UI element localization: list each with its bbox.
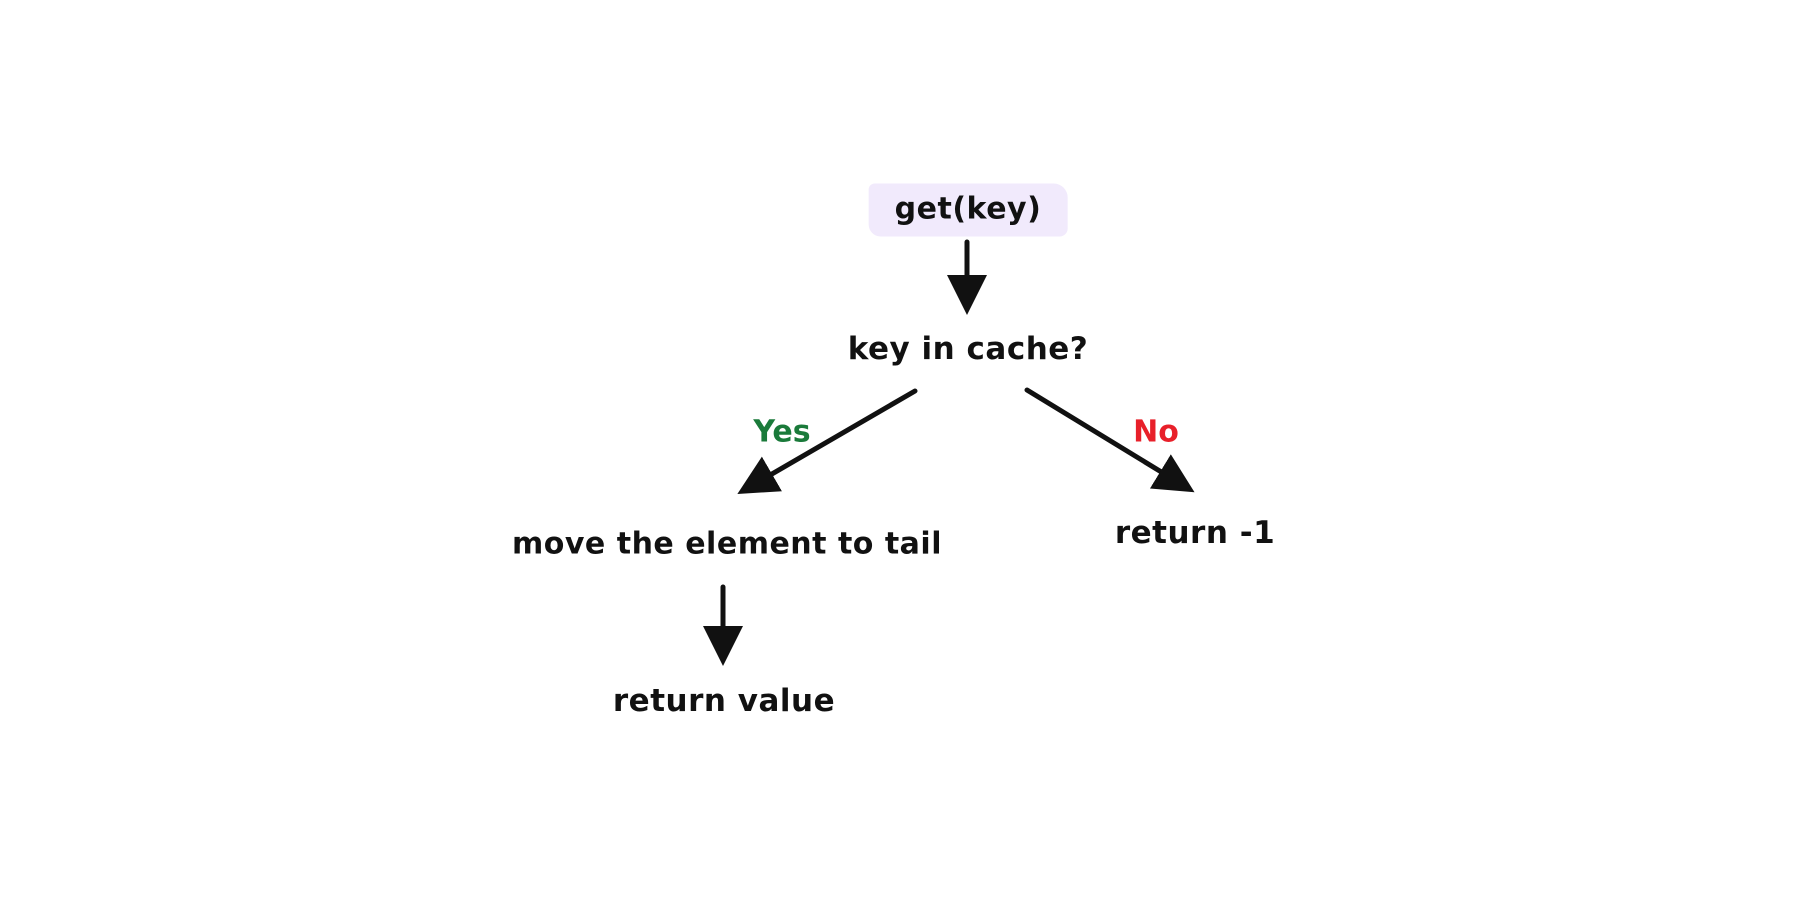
node-get-key: get(key) <box>868 183 1068 237</box>
arrow-check-to-return-neg <box>1024 387 1195 493</box>
edge-label-yes: Yes <box>753 414 811 450</box>
node-return-value: return value <box>612 683 836 719</box>
arrow-check-to-move <box>737 388 918 495</box>
node-key-in-cache: key in cache? <box>847 331 1089 367</box>
node-return-negative-one: return -1 <box>1114 515 1276 551</box>
edge-label-no: No <box>1133 414 1179 450</box>
node-move-to-tail: move the element to tail <box>512 526 942 562</box>
